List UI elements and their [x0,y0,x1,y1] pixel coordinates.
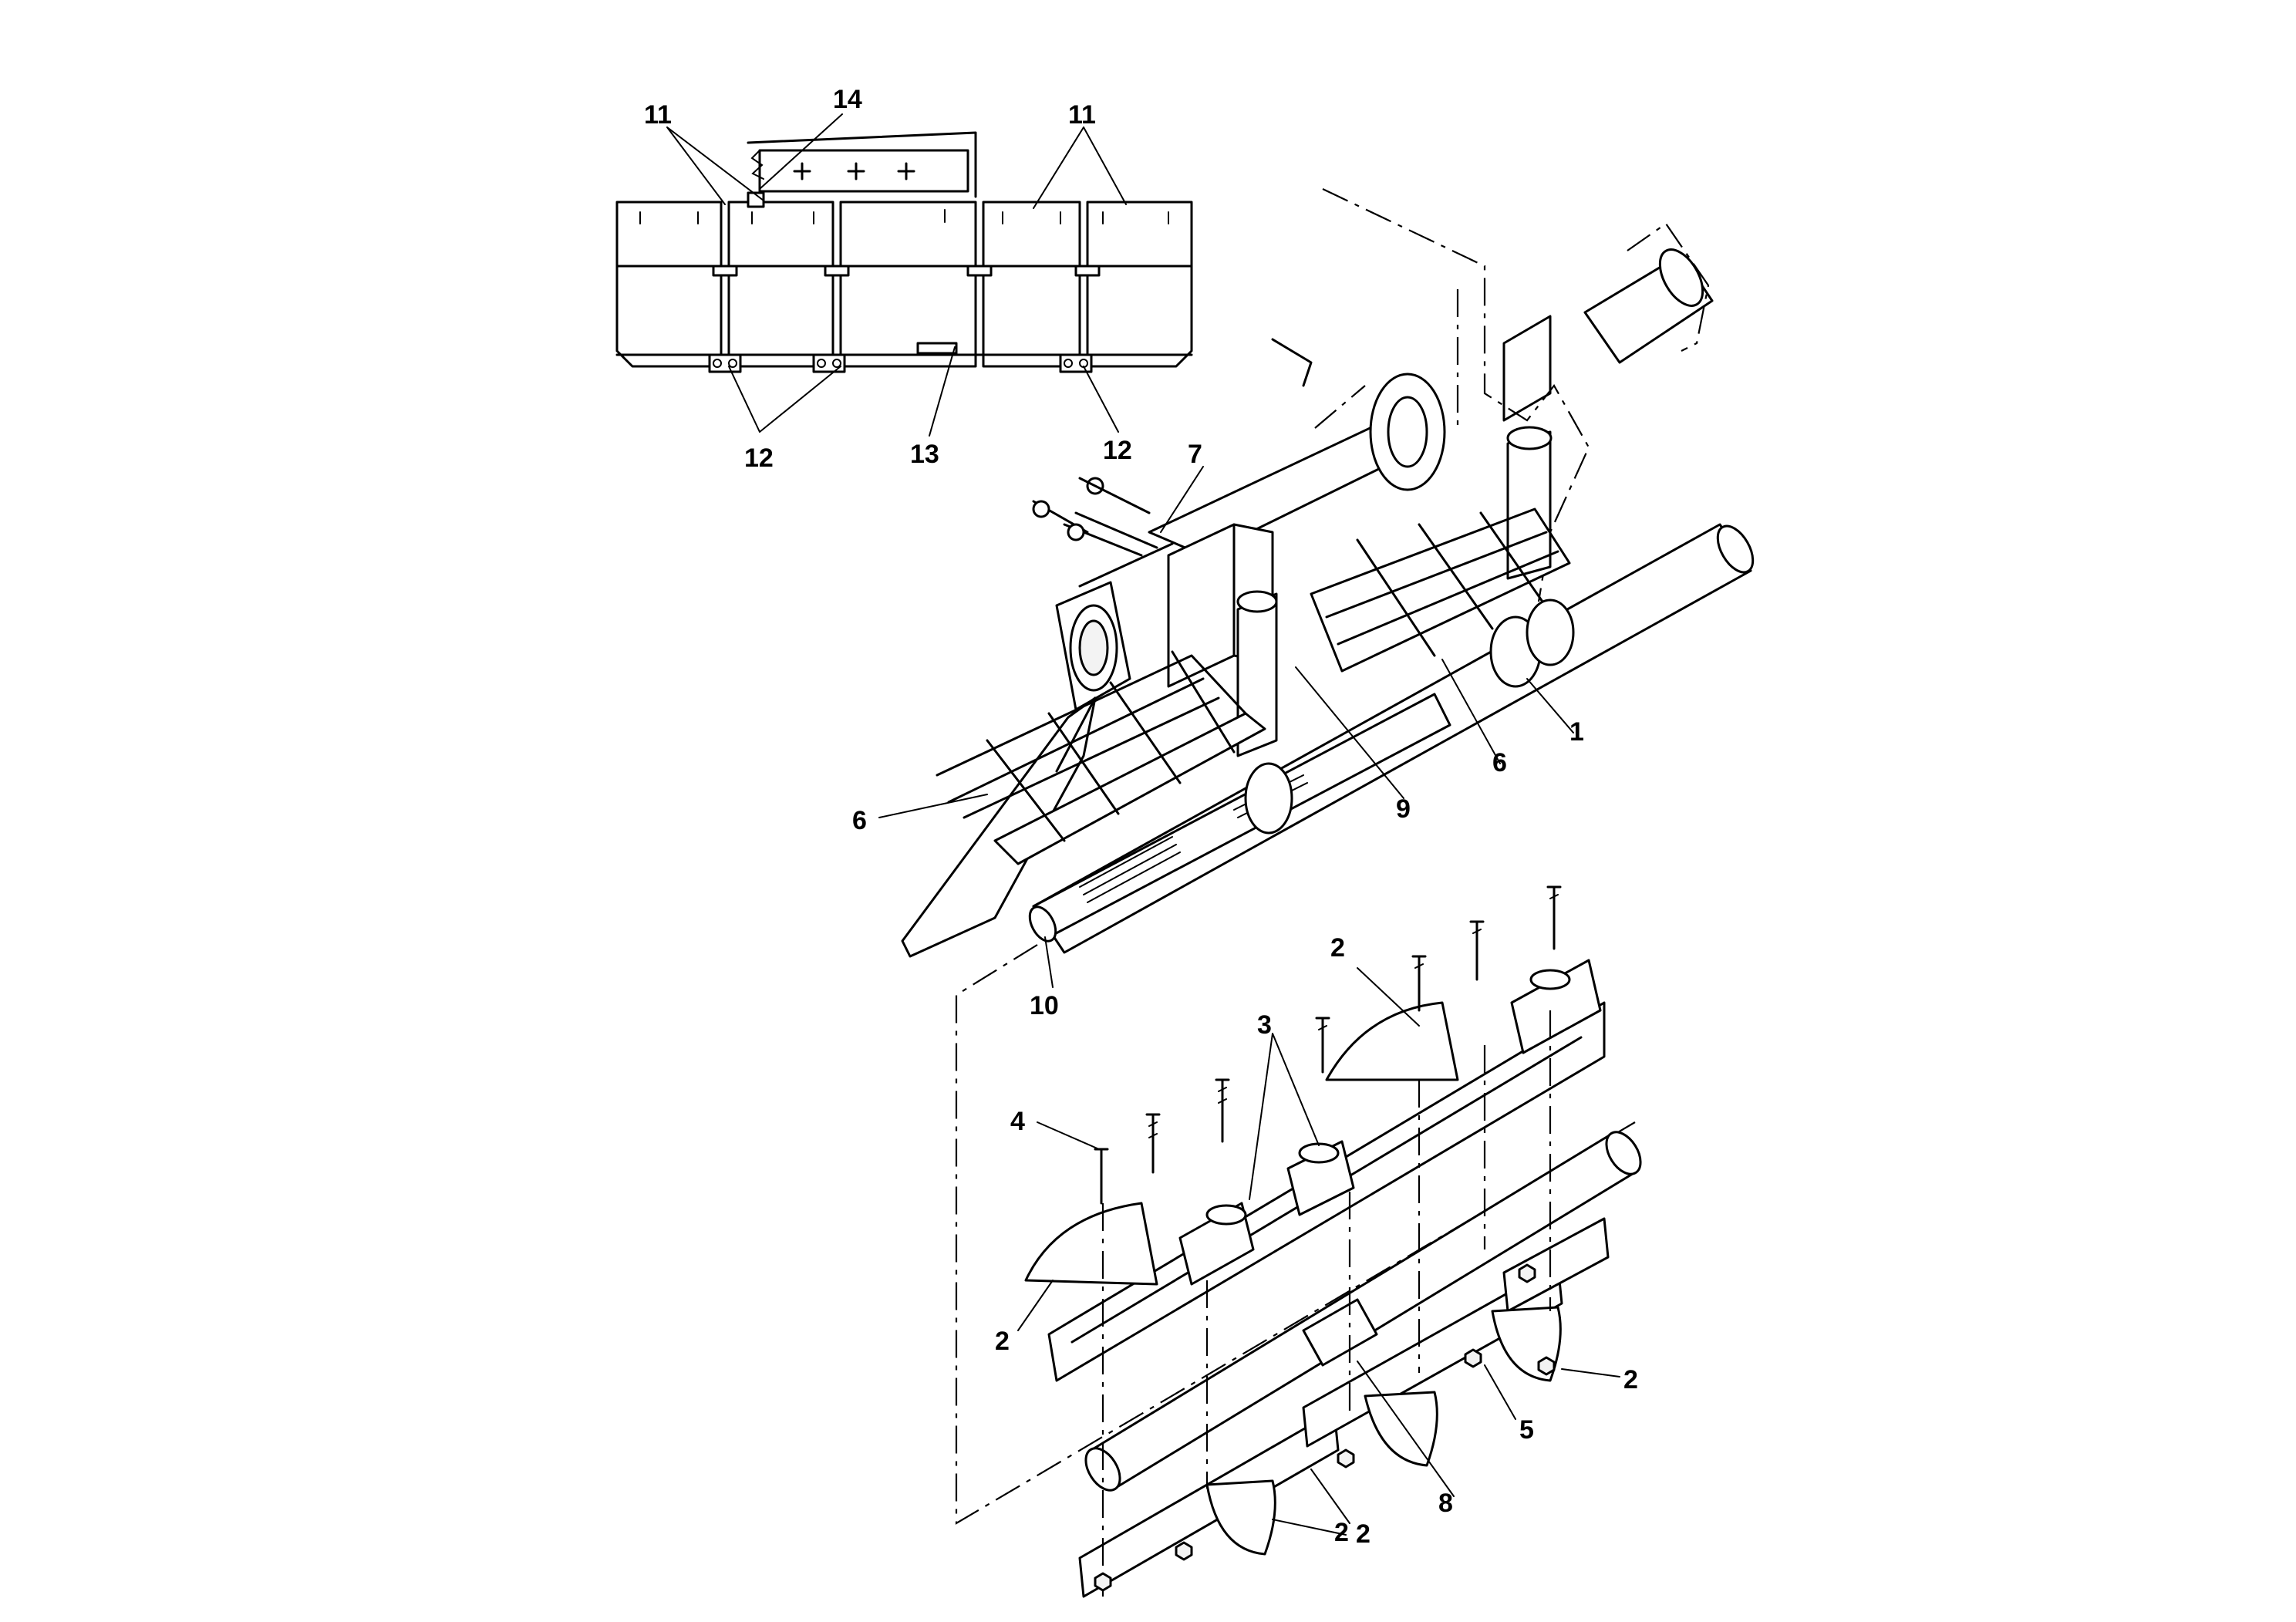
callout-14: 14 [833,85,862,114]
rotor-shaft-assembly [1024,885,1642,1598]
callout-11: 11 [1068,100,1096,130]
callout-2: 2 [1356,1519,1371,1549]
callout-2: 2 [995,1327,1010,1356]
callout-11: 11 [644,100,672,130]
callout-2: 2 [1623,1365,1638,1394]
callout-5: 5 [1519,1415,1534,1445]
callout-7: 7 [1188,440,1202,469]
callout-3: 3 [1257,1010,1272,1040]
flap-panel-inset [615,131,1193,373]
callout-6: 6 [852,806,867,835]
callout-12: 12 [1103,436,1132,465]
assembly-centerline [955,944,1636,1525]
callout-13: 13 [910,440,939,469]
callout-8: 8 [1438,1489,1453,1518]
callout-6: 6 [1492,748,1507,777]
callout-2: 2 [1330,933,1345,963]
leader-lines [666,113,1620,1536]
callout-12: 12 [744,443,774,473]
main-frame-assembly [901,188,1755,958]
callout-10: 10 [1030,991,1059,1020]
callout-labels: 11 14 11 12 13 12 7 1 6 9 6 10 2 3 4 2 2… [644,85,1638,1549]
callout-9: 9 [1396,794,1411,824]
callout-4: 4 [1010,1107,1025,1136]
callout-1: 1 [1569,717,1584,747]
callout-2: 2 [1334,1518,1349,1547]
